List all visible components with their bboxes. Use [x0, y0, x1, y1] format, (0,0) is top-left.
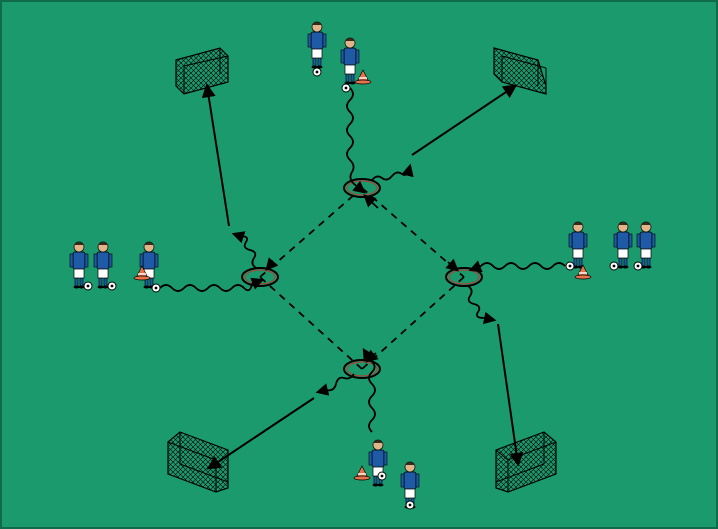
ball-icon [565, 261, 575, 271]
ball-icon [633, 261, 643, 271]
passing-square [259, 187, 465, 370]
goal-icon [493, 47, 547, 95]
ring-marker-icon [343, 359, 381, 379]
goal-icon [495, 431, 557, 493]
ring-marker-icon [445, 267, 483, 287]
ball-icon [341, 83, 351, 93]
ball-icon [107, 281, 117, 291]
ball-icon [405, 500, 415, 510]
ball-icon [151, 283, 161, 293]
ball-icon [312, 67, 322, 77]
ball-icon [377, 471, 387, 481]
ball-icon [83, 281, 93, 291]
goal-icon [175, 47, 229, 95]
dribble-arrow-icon [159, 87, 566, 433]
goal-icon [167, 431, 229, 493]
ball-icon [609, 261, 619, 271]
